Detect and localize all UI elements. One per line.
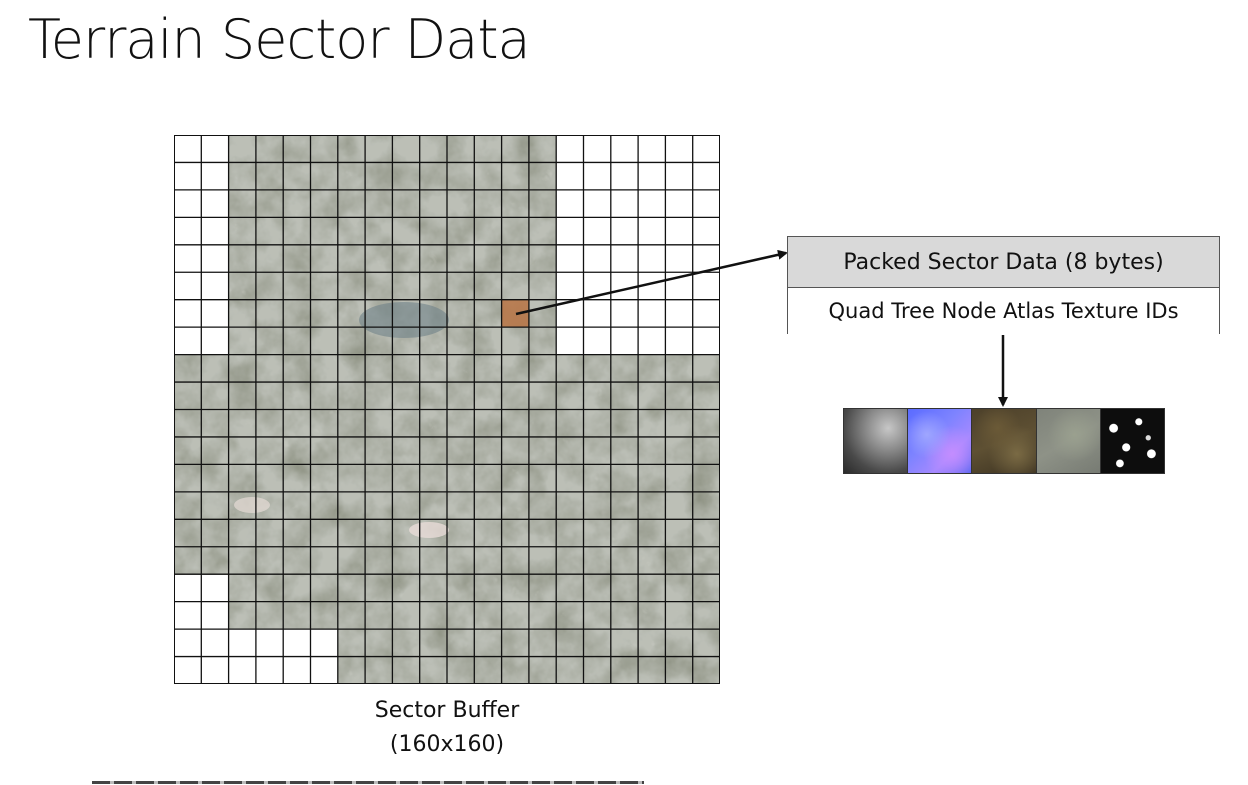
packed-sector-data-header: Packed Sector Data (8 bytes) (788, 237, 1219, 288)
normal-texture (908, 409, 973, 473)
sector-buffer-label: Sector Buffer (374, 698, 520, 723)
sector-buffer-size: (160x160) (389, 732, 505, 757)
sector-grid-svg (173, 134, 721, 685)
quad-tree-node-ids-label: Quad Tree Node Atlas Texture IDs (788, 288, 1219, 334)
grid-lines (173, 134, 721, 685)
packed-sector-data-box: Packed Sector Data (8 bytes) Quad Tree N… (787, 236, 1220, 334)
detail-texture (1036, 409, 1101, 473)
bottom-edge-strip (92, 781, 644, 784)
highlighted-sector (502, 300, 529, 327)
height-texture (844, 409, 909, 473)
sector-buffer-grid (173, 134, 721, 685)
mask-texture (1100, 409, 1165, 473)
sector-buffer-caption: Sector Buffer (160x160) (174, 694, 720, 762)
color-texture (972, 409, 1037, 473)
slide-title: Terrain Sector Data (28, 8, 531, 71)
atlas-texture-strip (843, 408, 1165, 474)
